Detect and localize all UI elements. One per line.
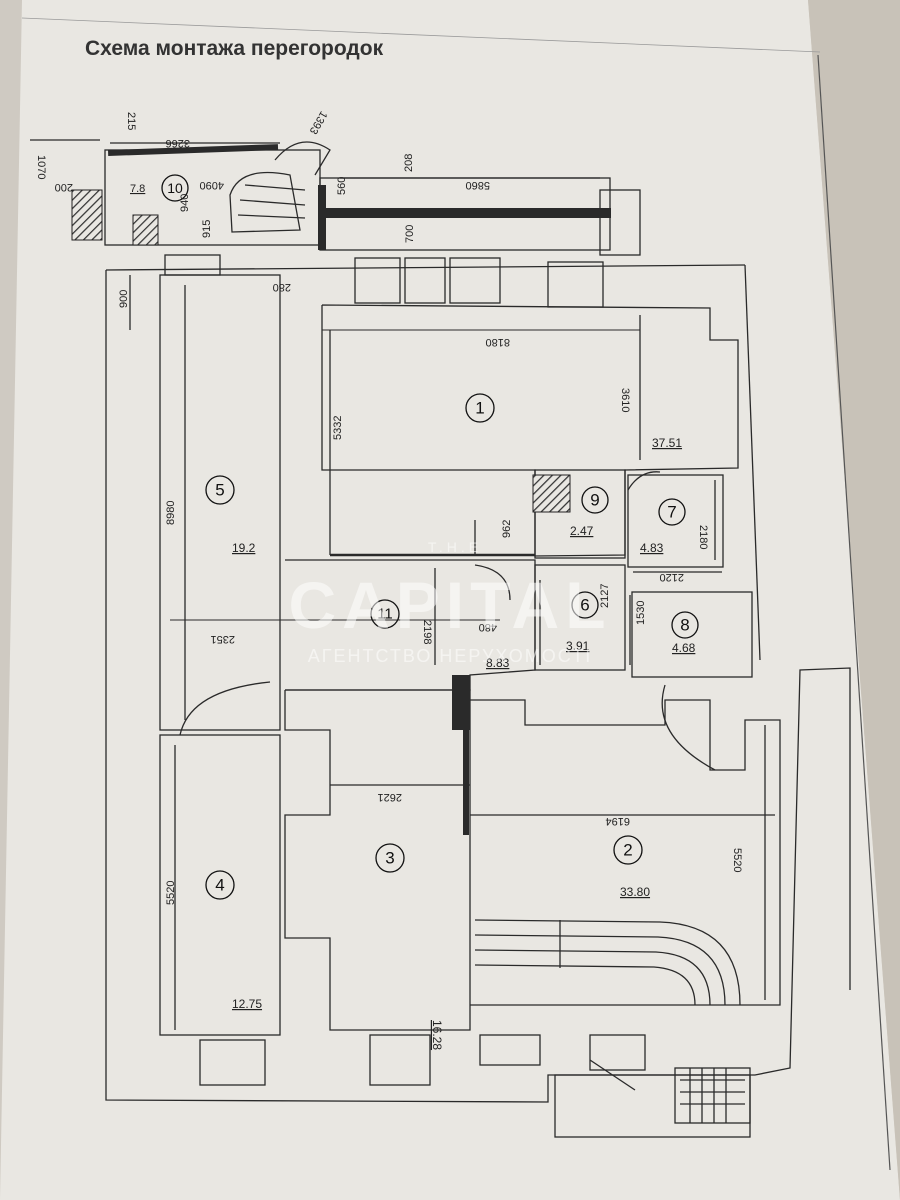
dimension-labels: 8180 5332 3610 8980 2351 5520 2621 6194 … bbox=[35, 109, 743, 905]
svg-text:9: 9 bbox=[590, 491, 599, 510]
paper-edge-inner bbox=[21, 17, 821, 53]
dim-room10-915: 915 bbox=[201, 220, 213, 238]
door-room8 bbox=[661, 684, 716, 771]
area-room-5: 19.2 bbox=[232, 541, 256, 555]
dim-left-900: 900 bbox=[118, 290, 130, 308]
plan-title: Схема монтажа перегородок bbox=[85, 37, 384, 60]
dim-room4-height: 5520 bbox=[165, 881, 177, 905]
watermark-line1: T.H.E bbox=[428, 539, 482, 555]
dim-corridor-280: 280 bbox=[273, 281, 291, 293]
dim-room3-width: 2621 bbox=[378, 791, 402, 803]
area-room-1: 37.51 bbox=[652, 436, 682, 450]
room4-outline bbox=[159, 734, 281, 1036]
room-10-marker: 10 bbox=[161, 174, 189, 202]
room-4-marker: 4 bbox=[205, 870, 235, 900]
svg-text:11: 11 bbox=[377, 606, 393, 623]
dim-top-700: 700 bbox=[404, 225, 416, 243]
dim-room1-right: 3610 bbox=[619, 388, 631, 412]
door-room7 bbox=[627, 471, 661, 491]
svg-text:8: 8 bbox=[680, 616, 689, 635]
watermark-line2: CAPITAL bbox=[288, 568, 611, 642]
area-room-10: 7.8 bbox=[130, 183, 145, 195]
area-room-2: 33.80 bbox=[620, 885, 650, 899]
dim-room10-940: 940 bbox=[179, 194, 191, 212]
area-room-3: 16.28 bbox=[430, 1020, 444, 1050]
room-1-marker: 1 bbox=[465, 393, 495, 423]
watermark: T.H.E CAPITAL АГЕНТСТВО НЕРУХОМОСТІ bbox=[288, 539, 611, 666]
svg-text:2: 2 bbox=[623, 841, 632, 860]
dim-top-left: 3266 bbox=[166, 137, 190, 149]
dim-room5-height: 8980 bbox=[165, 501, 177, 525]
dim-room7-height: 2180 bbox=[697, 525, 709, 549]
dim-room6-height: 2127 bbox=[599, 584, 611, 608]
outer-wall bbox=[105, 270, 851, 1103]
hatched-shaft-room9 bbox=[532, 474, 571, 513]
room-3-marker: 3 bbox=[375, 843, 405, 873]
dim-top-long: 5860 bbox=[466, 179, 490, 191]
svg-text:5: 5 bbox=[215, 481, 224, 500]
plan-drawing bbox=[30, 139, 851, 1138]
svg-text:7: 7 bbox=[667, 503, 676, 522]
dim-room5-width: 2351 bbox=[211, 633, 235, 645]
dim-room2-width: 6194 bbox=[606, 815, 630, 827]
hatched-shaft-room10 bbox=[132, 214, 159, 246]
area-room-7: 4.83 bbox=[640, 541, 664, 555]
dim-room11-height: 2198 bbox=[421, 620, 433, 644]
room-7-marker: 7 bbox=[658, 498, 686, 526]
dim-room2-height: 5520 bbox=[731, 848, 743, 872]
dim-room9-height: 962 bbox=[501, 520, 513, 538]
partitions bbox=[107, 144, 611, 835]
dim-top-208: 208 bbox=[403, 154, 415, 172]
door-room4 bbox=[179, 681, 271, 736]
room-8-marker: 8 bbox=[671, 611, 699, 639]
room-6-marker: 6 bbox=[571, 591, 599, 619]
stair-room2 bbox=[474, 919, 741, 1006]
door-room11 bbox=[474, 564, 511, 601]
room-11-marker: 11 bbox=[370, 599, 400, 629]
outer-wall-right bbox=[744, 264, 761, 661]
room-5-marker: 5 bbox=[205, 475, 235, 505]
room9-outline bbox=[534, 469, 626, 559]
dim-top-560: 560 bbox=[336, 177, 348, 195]
dim-room7-width: 2120 bbox=[660, 571, 684, 583]
area-room-11: 8.83 bbox=[486, 656, 510, 670]
svg-text:6: 6 bbox=[580, 596, 589, 615]
room7-outline bbox=[627, 474, 724, 568]
dim-room10-width: 4090 bbox=[200, 179, 224, 191]
watermark-line3: АГЕНТСТВО НЕРУХОМОСТІ bbox=[308, 646, 592, 666]
svg-text:3: 3 bbox=[385, 849, 394, 868]
room3-outline bbox=[284, 689, 471, 1031]
dim-left-200: 200 bbox=[55, 181, 73, 193]
dim-room1-height: 5332 bbox=[332, 416, 344, 440]
room-labels: 1 2 3 4 5 6 7 8 9 10 11 bbox=[161, 174, 699, 900]
svg-text:4: 4 bbox=[215, 876, 224, 895]
dim-room1-width: 8180 bbox=[486, 336, 510, 348]
svg-text:10: 10 bbox=[167, 180, 183, 196]
paper-shadow bbox=[808, 0, 900, 1200]
dim-room8-height: 1530 bbox=[635, 601, 647, 625]
area-room-6: 3.91 bbox=[566, 639, 590, 653]
dim-left-1070: 1070 bbox=[35, 155, 47, 179]
dim-top-215: 215 bbox=[125, 112, 137, 130]
hatched-shaft-left bbox=[71, 189, 103, 241]
annex-top-right bbox=[599, 189, 641, 256]
room8-outline bbox=[631, 591, 753, 678]
room-2-marker: 2 bbox=[613, 835, 643, 865]
area-room-9: 2.47 bbox=[570, 524, 594, 538]
door-annex bbox=[274, 141, 331, 176]
svg-text:1: 1 bbox=[475, 399, 484, 418]
room-9-marker: 9 bbox=[581, 486, 609, 514]
room2-outline bbox=[470, 699, 781, 1006]
paper-edge bbox=[817, 54, 891, 1171]
outer-wall-top bbox=[105, 264, 746, 271]
room-areas: 37.51 33.80 16.28 12.75 19.2 3.91 4.83 4… bbox=[130, 183, 696, 1050]
dim-room11-width: 480 bbox=[479, 621, 497, 633]
area-room-8: 4.68 bbox=[672, 641, 696, 655]
area-room-4: 12.75 bbox=[232, 997, 262, 1011]
